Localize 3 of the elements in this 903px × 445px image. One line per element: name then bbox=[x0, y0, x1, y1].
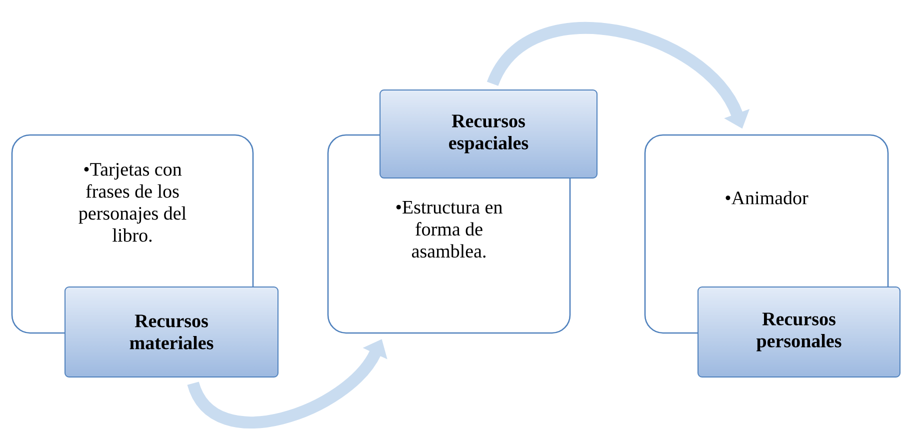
header-box: Recursos espaciales bbox=[380, 90, 598, 178]
header-box: Recursos personales bbox=[698, 286, 900, 378]
header-box: Recursos materiales bbox=[64, 286, 278, 378]
